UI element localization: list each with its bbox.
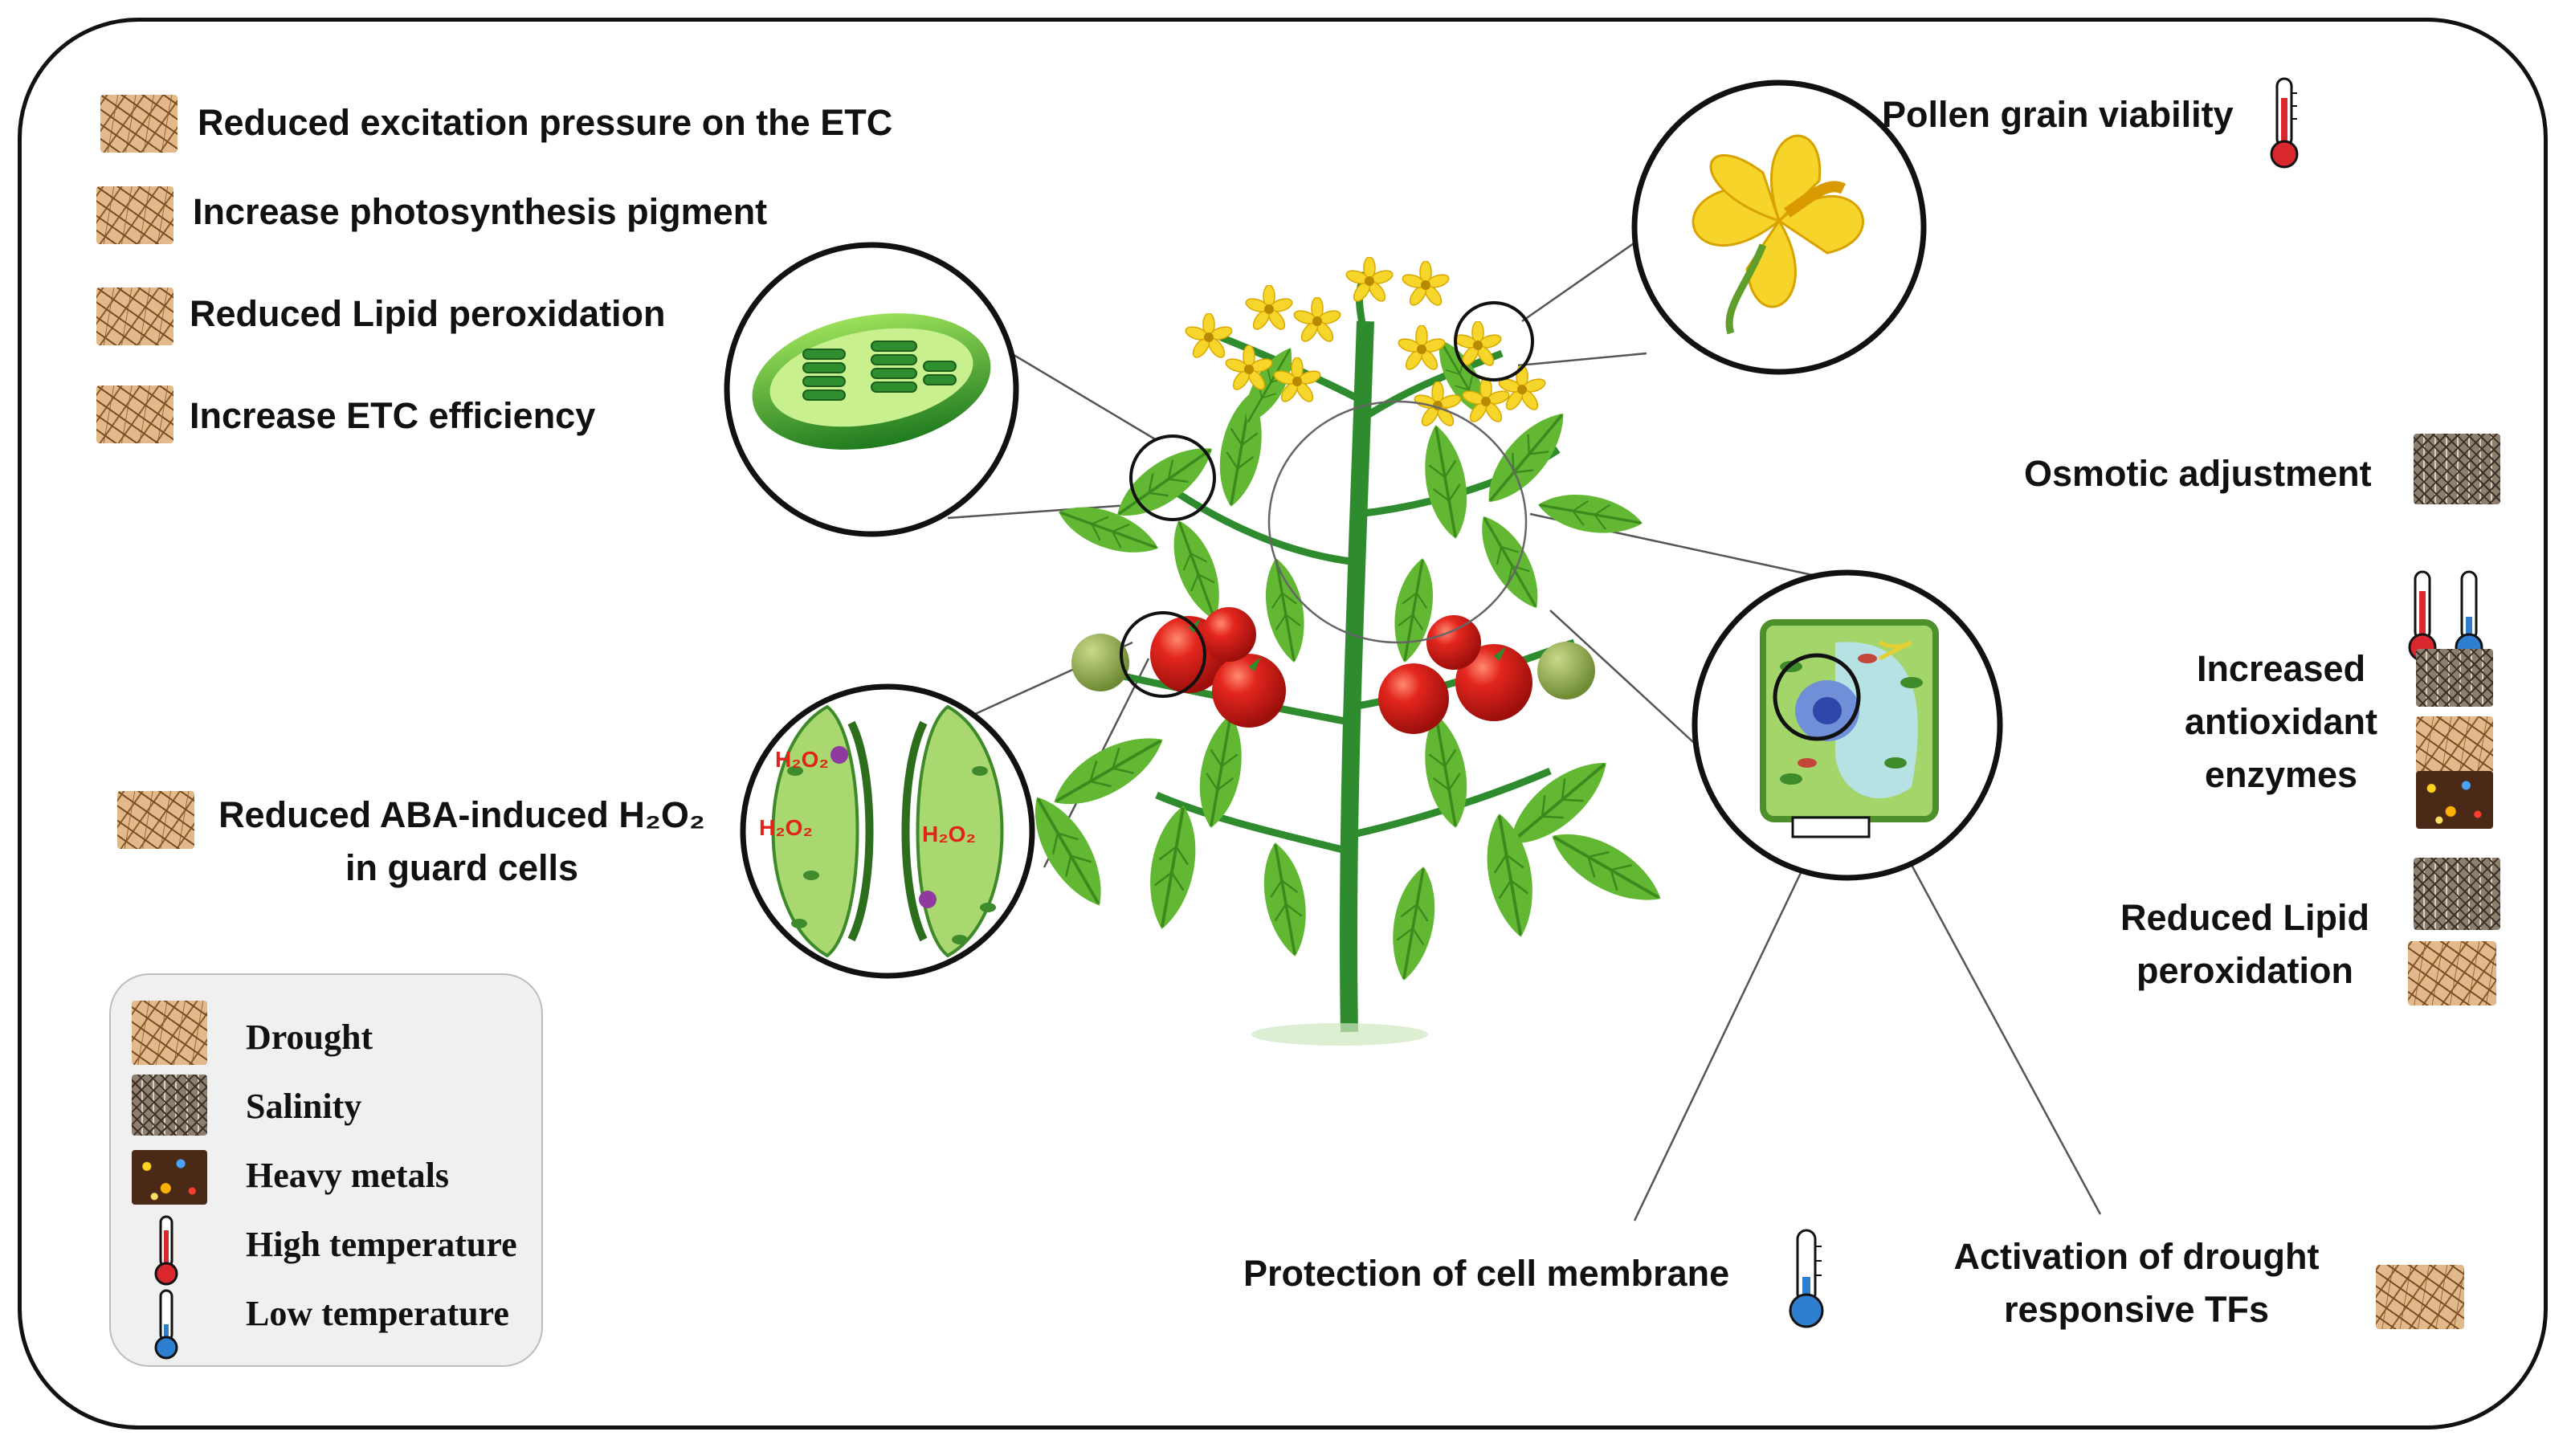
salinity-icon: [2414, 858, 2500, 930]
salinity-icon: [2416, 649, 2493, 707]
legend-high-temperature: High temperature: [246, 1225, 517, 1264]
drought-icon: [2408, 941, 2496, 1005]
stomata-h2o2-label: H₂O₂: [922, 822, 976, 846]
tomatoes: [1071, 607, 1595, 734]
label-antioxidant-line3: enzymes: [2204, 754, 2358, 795]
cell-zoom: [1692, 569, 2003, 881]
low-temperature-icon: [1789, 1229, 1824, 1328]
salinity-icon: [2414, 434, 2500, 504]
label-pigment: Increase photosynthesis pigment: [193, 191, 768, 232]
legend-low-temperature: Low temperature: [246, 1294, 509, 1333]
label-tfs-line1: Activation of drought: [1953, 1236, 2320, 1277]
heavy-metals-icon: [132, 1150, 207, 1205]
salinity-icon: [132, 1075, 207, 1136]
stomata-h2o2-label: H₂O₂: [775, 747, 829, 772]
label-osmotic: Osmotic adjustment: [2024, 453, 2372, 494]
drought-icon: [132, 1001, 207, 1065]
low-temperature-icon: [154, 1289, 178, 1360]
label-excitation: Reduced excitation pressure on the ETC: [198, 102, 893, 143]
legend-drought: Drought: [246, 1018, 373, 1057]
label-lipid-right-line2: peroxidation: [2136, 950, 2354, 991]
legend: Drought Salinity Heavy metals High tempe…: [109, 973, 543, 1367]
label-aba-line1: Reduced ABA-induced H₂O₂: [218, 794, 705, 835]
label-membrane: Protection of cell membrane: [1243, 1253, 1730, 1294]
high-temperature-icon: [154, 1215, 178, 1286]
label-antioxidant: Increased antioxidant enzymes: [2153, 642, 2410, 801]
tomato-plant: [1017, 257, 1673, 1046]
label-aba-line2: in guard cells: [345, 847, 579, 888]
high-temperature-icon: [2408, 570, 2437, 662]
drought-icon: [100, 95, 178, 153]
stomata-h2o2-label: H₂O₂: [759, 815, 813, 840]
label-lipid-right: Reduced Lipid peroxidation: [2096, 891, 2393, 997]
label-antioxidant-line2: antioxidant: [2184, 701, 2377, 742]
label-etc-efficiency: Increase ETC efficiency: [190, 395, 596, 436]
high-temperature-icon: [2270, 77, 2299, 169]
drought-icon: [96, 385, 173, 443]
flower-zoom: [1631, 80, 1927, 375]
drought-icon: [2416, 716, 2493, 774]
drought-icon: [117, 791, 194, 849]
drought-icon: [96, 186, 173, 244]
label-tfs: Activation of drought responsive TFs: [1928, 1230, 2345, 1336]
label-antioxidant-line1: Increased: [2196, 648, 2366, 689]
label-lipid-left: Reduced Lipid peroxidation: [190, 293, 666, 334]
label-aba: Reduced ABA-induced H₂O₂ in guard cells: [205, 789, 719, 895]
label-pollen: Pollen grain viability: [1882, 94, 2234, 135]
drought-icon: [2376, 1265, 2464, 1329]
legend-heavy-metals: Heavy metals: [246, 1156, 449, 1195]
legend-salinity: Salinity: [246, 1087, 362, 1126]
label-lipid-right-line1: Reduced Lipid: [2120, 897, 2369, 938]
label-tfs-line2: responsive TFs: [2003, 1289, 2270, 1330]
chloroplast-zoom: [724, 242, 1019, 537]
drought-icon: [96, 288, 173, 345]
stomata-zoom: H₂O₂ H₂O₂ H₂O₂: [740, 683, 1035, 979]
heavy-metals-icon: [2416, 771, 2493, 829]
